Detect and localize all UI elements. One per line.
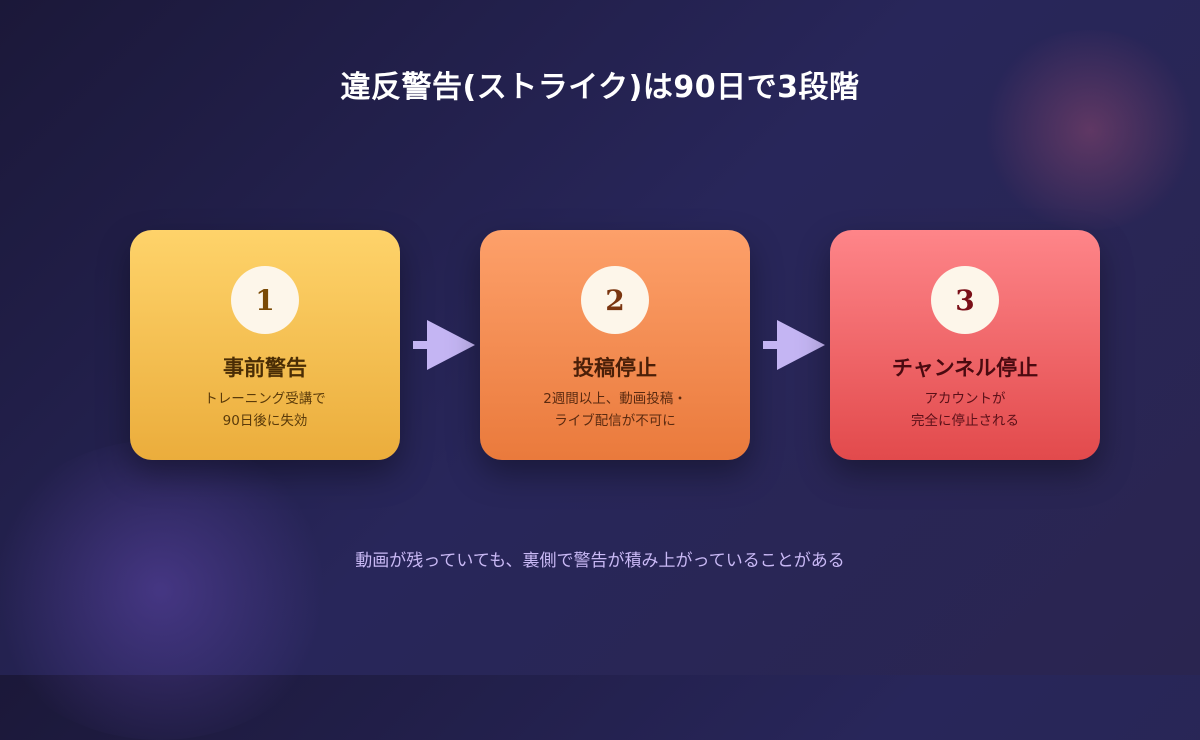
step-description-line: 90日後に失効 (222, 413, 308, 429)
step-number-badge: 1 (231, 266, 299, 334)
step-description-line: 完全に停止される (911, 413, 1019, 429)
step-number-badge: 2 (581, 266, 649, 334)
step-card-2: 2 投稿停止 2週間以上、動画投稿・ ライブ配信が不可に (480, 230, 750, 460)
background-glow-bottom-left (0, 440, 340, 740)
step-number-badge: 3 (931, 266, 999, 334)
step-description: トレーニング受講で 90日後に失効 (140, 388, 390, 432)
step-card-1: 1 事前警告 トレーニング受講で 90日後に失効 (130, 230, 400, 460)
step-title: 事前警告 (223, 356, 307, 380)
step-description-line: ライブ配信が不可に (554, 413, 676, 429)
page-title: 違反警告(ストライク)は90日で3段階 (340, 70, 860, 105)
footer-note: 動画が残っていても、裏側で警告が積み上がっていることがある (355, 551, 845, 571)
step-description-line: 2週間以上、動画投稿・ (543, 391, 687, 407)
background-glow-top-right (980, 30, 1200, 230)
step-description: アカウントが 完全に停止される (840, 388, 1090, 432)
step-description-line: トレーニング受講で (204, 391, 326, 407)
right-arrow-icon (413, 320, 475, 370)
step-description-line: アカウントが (924, 391, 1006, 407)
step-title: チャンネル停止 (891, 356, 1039, 380)
step-title: 投稿停止 (573, 356, 657, 380)
step-card-3: 3 チャンネル停止 アカウントが 完全に停止される (830, 230, 1100, 460)
right-arrow-icon (763, 320, 825, 370)
step-description: 2週間以上、動画投稿・ ライブ配信が不可に (490, 388, 740, 432)
